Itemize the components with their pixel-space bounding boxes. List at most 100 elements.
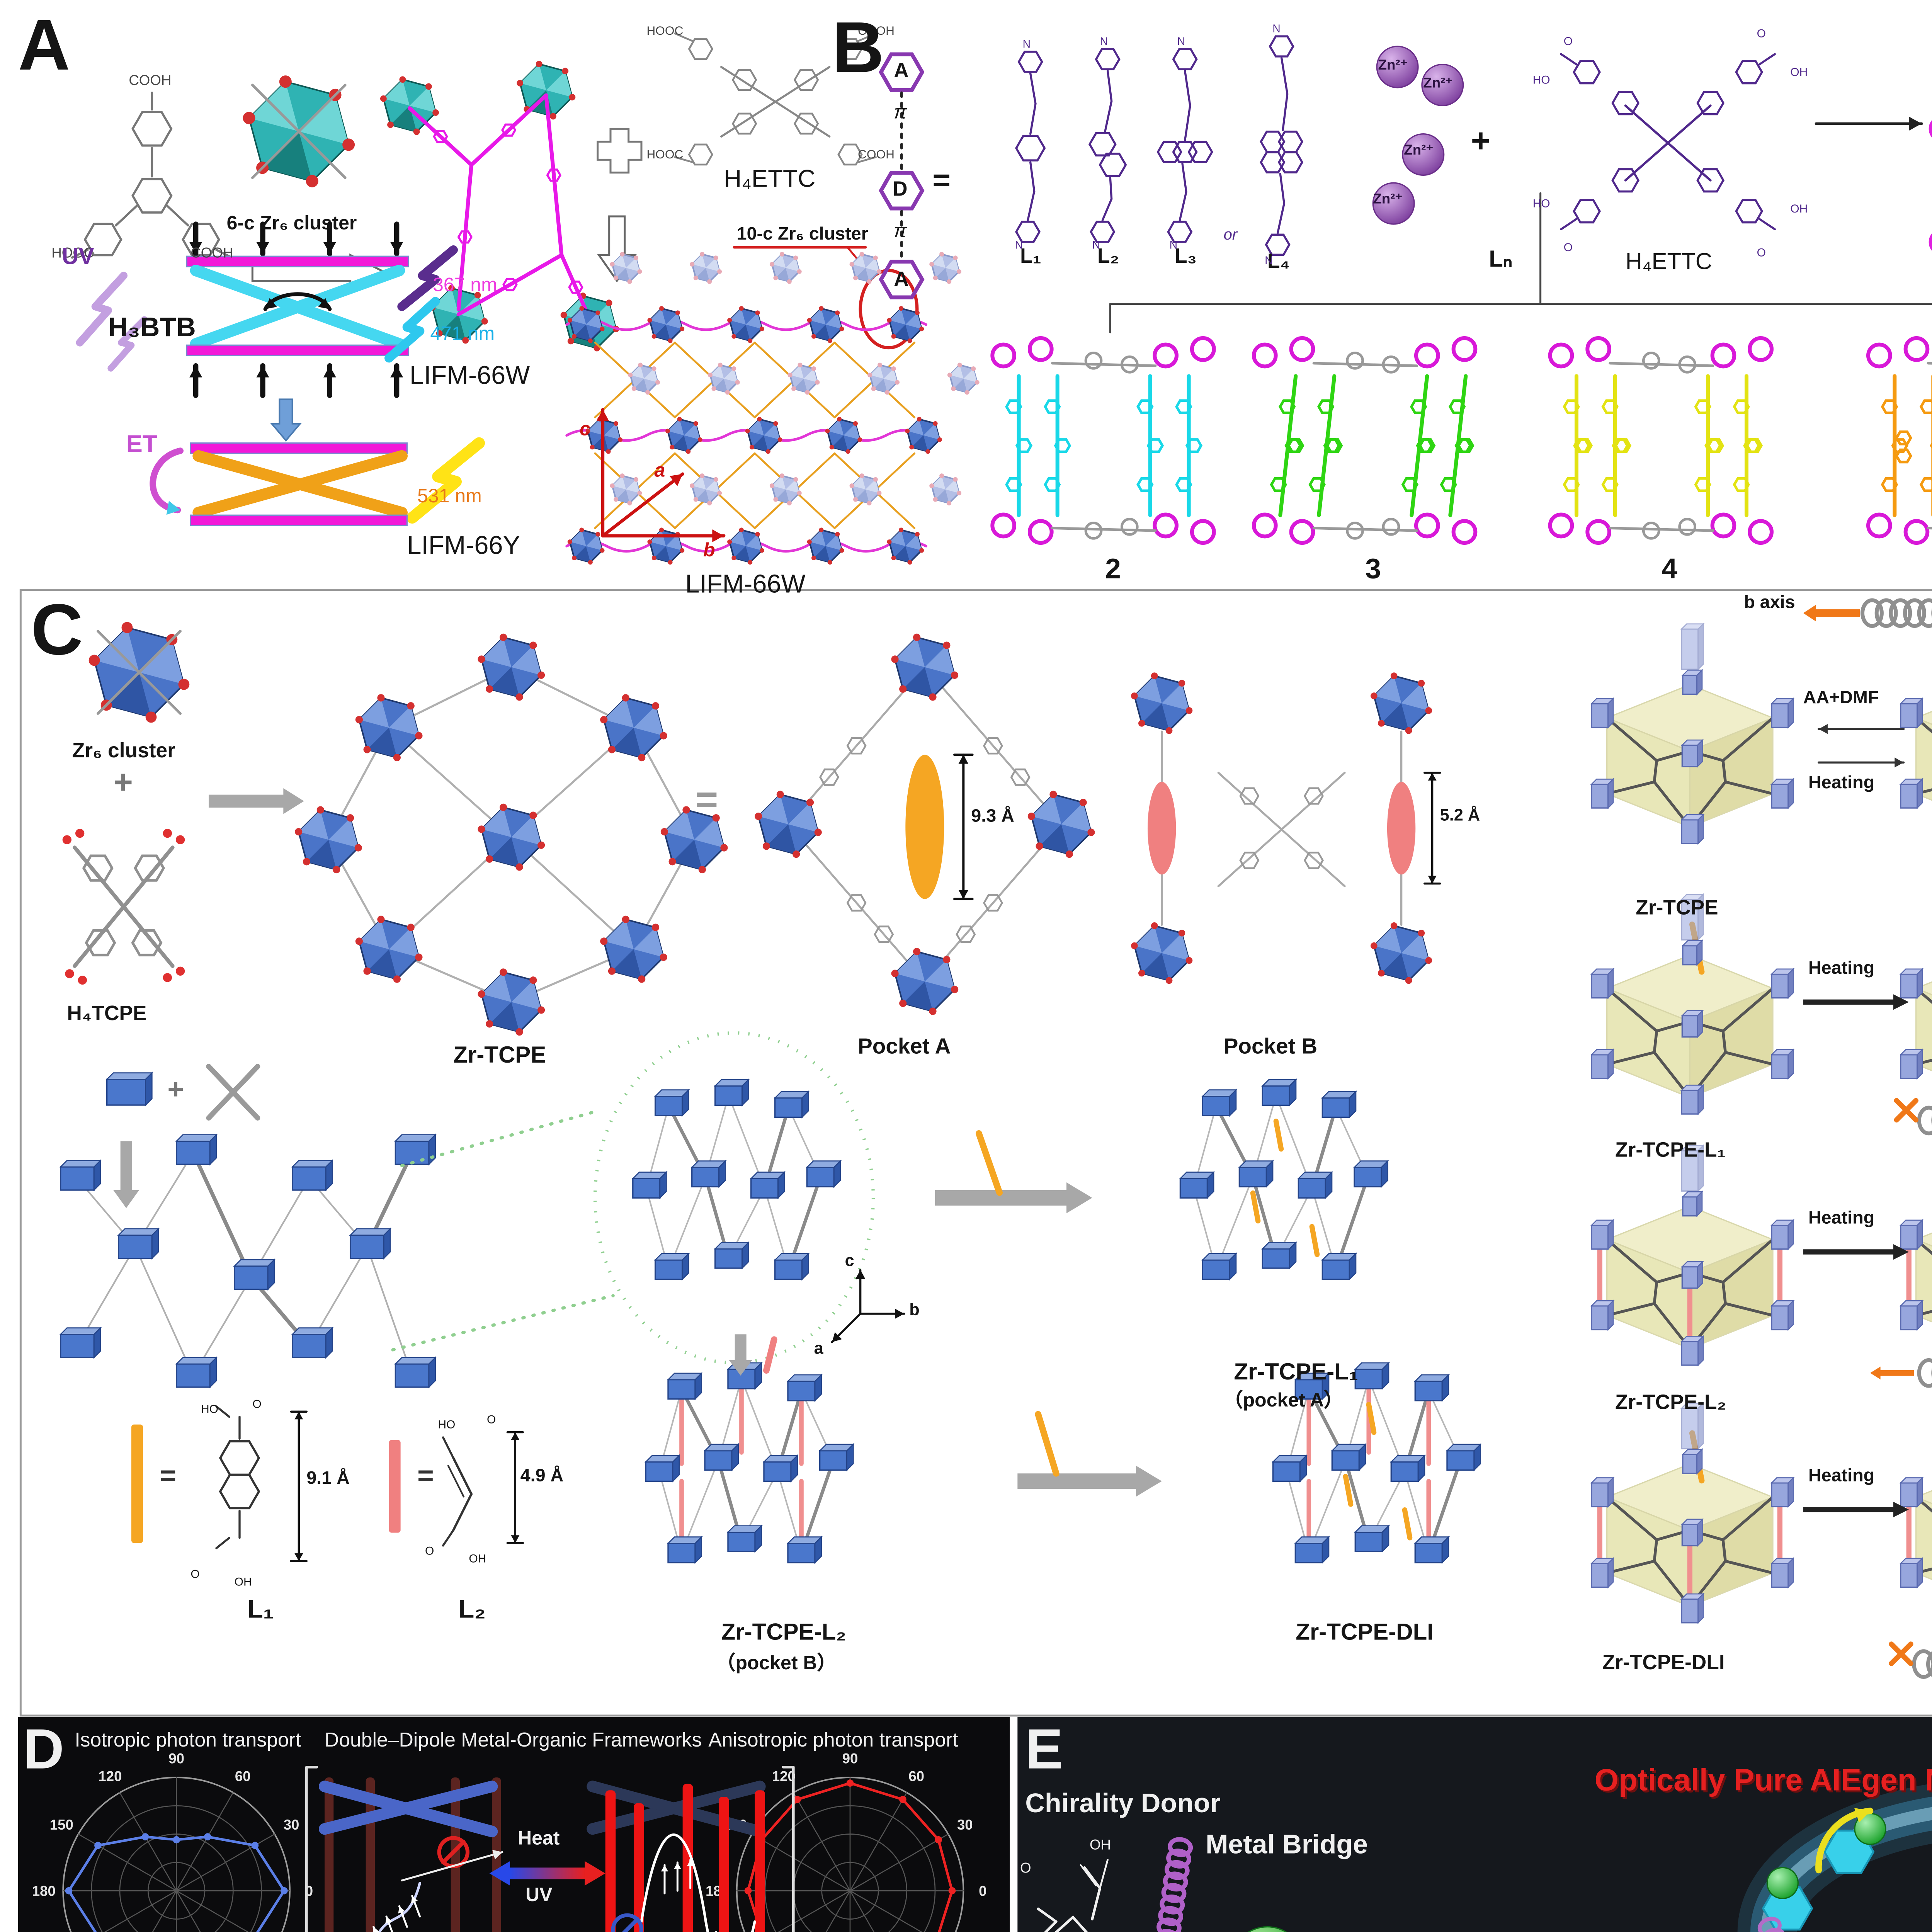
stack-a1: A [894, 60, 909, 83]
l2-label: L₂ [1097, 246, 1119, 268]
pocket-a-label: Pocket A [857, 1034, 951, 1059]
dim-52: 5.2 Å [1440, 805, 1480, 825]
d-title-left: Isotropic photon transport [75, 1730, 301, 1752]
s3-num: 3 [1365, 552, 1381, 585]
h3btb-cooh-br: COOH [190, 246, 233, 262]
axis-c-a: c [579, 418, 590, 440]
h4ettc-b-label: H₄ETTC [1625, 248, 1713, 274]
pocket-b-label: Pocket B [1223, 1034, 1318, 1059]
aa-dmf: AA+DMF [1803, 686, 1879, 707]
key-eq2: = [417, 1459, 434, 1492]
bettc-ho1: HO [1532, 73, 1550, 87]
dim-93: 9.3 Å [971, 805, 1014, 826]
h4ettc-a-label: H₄ETTC [724, 166, 816, 193]
stack-a2: A [894, 269, 909, 291]
d-title-mid: Double–Dipole Metal-Organic Frameworks [324, 1730, 702, 1752]
nm367: 367 nm [432, 274, 497, 296]
l2-n-bot: N [1092, 238, 1100, 251]
h3btb-name: H₃BTB [108, 313, 196, 343]
panel-b-graphics [879, 35, 1932, 545]
bettc-oh2: OH [1790, 202, 1808, 215]
chirality-donor: Chirality Donor [1025, 1789, 1221, 1819]
zrtcpe-label: Zr-TCPE [453, 1042, 546, 1068]
lifm66w2-label: LIFM-66W [685, 570, 806, 599]
stack-pi1: π [894, 102, 907, 124]
kl1-o2: O [190, 1567, 200, 1580]
kl2-oh: OH [469, 1552, 486, 1565]
l1-n-bot: N [1015, 238, 1023, 251]
axis-c-mid: c [845, 1250, 854, 1270]
panel-d-graphics: 0306090120150180210240270300330030609012… [32, 1750, 987, 1932]
nm471: 471 nm [430, 323, 495, 345]
svg-text:90: 90 [842, 1750, 858, 1766]
svg-text:150: 150 [50, 1817, 73, 1833]
panel-b-label: B [832, 6, 884, 88]
nm531: 531 nm [417, 485, 482, 508]
panel-c-graphics [59, 598, 1932, 1679]
lifm66w-label: LIFM-66W [409, 362, 530, 390]
camph-o1: O [1020, 1861, 1031, 1877]
optically-pure: Optically Pure AIEgen MOF [1594, 1763, 1932, 1798]
ln-label: Lₙ [1489, 246, 1512, 272]
svg-text:30: 30 [957, 1817, 973, 1833]
bettc-o2: O [1757, 27, 1766, 40]
axis-b-mid: b [909, 1299, 920, 1319]
stack-d: D [892, 179, 908, 201]
b-axis-label: b axis [1744, 591, 1795, 612]
panel-a-graphics [71, 32, 980, 565]
axis-a-a: a [654, 459, 665, 482]
stack-pi2: π [894, 220, 907, 242]
l2-n-top: N [1100, 34, 1108, 48]
r4-label: Zr-TCPE-DLI [1602, 1652, 1725, 1675]
l3-n-top: N [1177, 34, 1185, 48]
ettc-hooc1: HOOC [646, 24, 684, 39]
heating-4: Heating [1808, 1464, 1875, 1485]
bettc-o3: O [1563, 241, 1573, 254]
kl1-o: O [252, 1397, 262, 1410]
heat-label: Heat [517, 1827, 560, 1850]
panel-a-label: A [18, 3, 70, 85]
r3-label: Zr-TCPE-L₂ [1615, 1392, 1726, 1414]
heating-3: Heating [1808, 1207, 1875, 1228]
c-equals: = [695, 779, 718, 822]
zn-4: Zn²⁺ [1373, 192, 1403, 207]
ettc-hooc2: HOOC [646, 148, 684, 162]
svg-text:60: 60 [908, 1768, 924, 1784]
svg-text:30: 30 [284, 1817, 299, 1833]
c-plus2: + [167, 1073, 184, 1105]
r2-label: Zr-TCPE-L₁ [1615, 1139, 1726, 1162]
mid-l2-label: Zr-TCPE-L₂ [721, 1619, 846, 1645]
l3-n-bot: N [1169, 238, 1178, 251]
kl2-o: O [486, 1413, 496, 1426]
lifm66y-label: LIFM-66Y [407, 532, 520, 560]
key-eq1: = [160, 1459, 177, 1492]
svg-text:0: 0 [979, 1883, 986, 1899]
axis-a-mid: a [814, 1338, 823, 1358]
l4-label: L₄ [1267, 251, 1290, 273]
mid-l1-sub: （pocket A） [1223, 1389, 1343, 1412]
l1-n-top: N [1022, 37, 1031, 50]
bettc-o1: O [1563, 34, 1573, 48]
h3btb-cooh-top: COOH [129, 73, 172, 89]
svg-text:90: 90 [168, 1750, 184, 1766]
h4tcpe-label: H₄TCPE [67, 1003, 147, 1026]
panel-c-label: C [31, 588, 83, 670]
metal-bridge: Metal Bridge [1205, 1830, 1368, 1860]
heating-1: Heating [1808, 771, 1875, 792]
svg-text:120: 120 [772, 1768, 796, 1784]
ettc-cooh1: COOH [857, 24, 895, 39]
heating-2: Heating [1808, 957, 1875, 978]
panel-e-label: E [1025, 1718, 1063, 1781]
zn-2: Zn²⁺ [1423, 76, 1453, 92]
bettc-oh1: OH [1790, 65, 1808, 79]
l1-label: L₁ [1020, 246, 1041, 268]
bettc-ho2: HO [1532, 197, 1550, 210]
kl2-ho: HO [438, 1418, 456, 1431]
cluster10-label: 10-c Zr₆ cluster [736, 223, 868, 243]
svg-text:180: 180 [32, 1883, 56, 1899]
kl1-ho: HO [201, 1402, 218, 1416]
zn-3: Zn²⁺ [1404, 143, 1434, 158]
kl2-o2: O [425, 1544, 434, 1557]
d-title-right: Anisotropic photon transport [708, 1730, 958, 1752]
